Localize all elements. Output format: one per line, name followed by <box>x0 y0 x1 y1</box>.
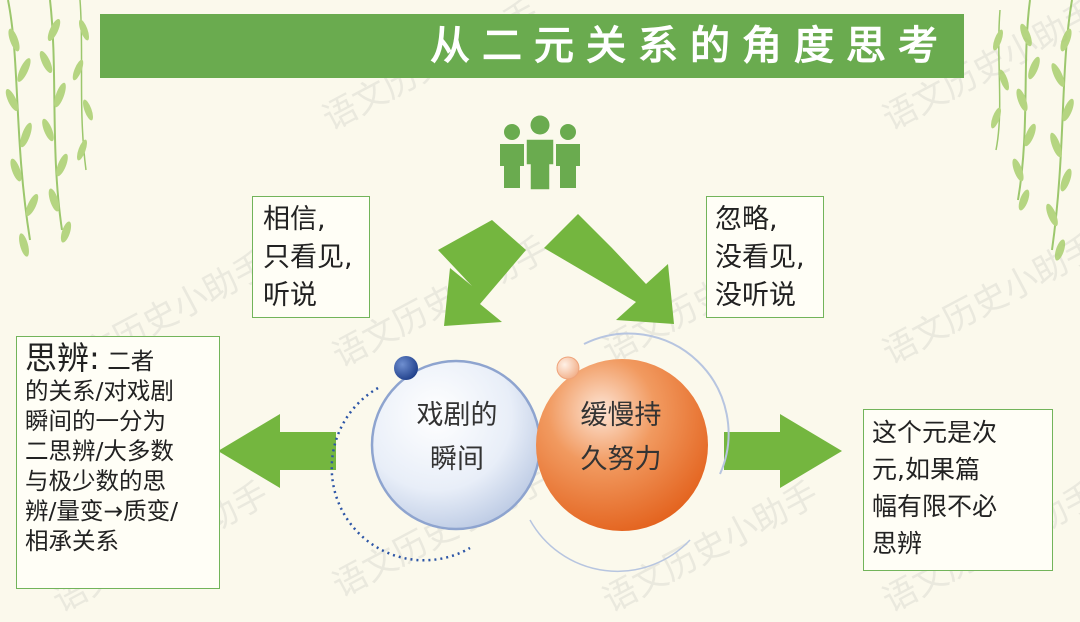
box-line: 只看见, <box>263 242 353 273</box>
dotted-arc <box>330 386 471 562</box>
ignore-box: 忽略, 没看见, 没听说 <box>706 196 824 318</box>
circle-right-shape <box>536 359 708 531</box>
arrow-down-left-icon <box>438 220 526 326</box>
box-line: 这个元是次 <box>872 418 998 447</box>
box-line: 思辨 <box>872 529 923 558</box>
arrow-down-right-icon <box>544 214 674 324</box>
analysis-box: 思辨: 二者 的关系/对戏剧 瞬间的一分为 二思辨/大多数 与极少数的思 辨/量… <box>16 336 220 589</box>
box-line: 二思辨/大多数 <box>25 437 174 465</box>
box-lead: 思辨: <box>25 339 100 377</box>
circle-label-line: 戏剧的 <box>416 400 498 431</box>
box-line: 相承关系 <box>25 527 119 555</box>
title-bar: 从二元关系的角度思考 <box>100 14 964 78</box>
box-line: 没听说 <box>715 280 796 311</box>
page-title: 从二元关系的角度思考 <box>430 23 950 69</box>
box-line: 忽略, <box>715 204 778 235</box>
box-line: 听说 <box>263 280 317 311</box>
circle-label-line: 久努力 <box>580 444 662 475</box>
box-line: 瞬间的一分为 <box>25 407 166 435</box>
arrow-left-icon <box>218 414 336 488</box>
willow-branch-icon <box>991 0 1074 261</box>
box-line: 幅有限不必 <box>872 492 998 521</box>
box-line: 相信, <box>263 204 326 235</box>
circle-label-line: 缓慢持 <box>580 400 662 431</box>
blue-dot <box>394 356 418 380</box>
box-line: 辨/量变→质变/ <box>25 497 179 525</box>
box-line: 元,如果篇 <box>872 455 980 484</box>
orange-dot <box>556 356 580 380</box>
circle-left-label: 戏剧的 瞬间 <box>377 394 537 482</box>
box-line: 的关系/对戏剧 <box>25 377 174 405</box>
box-lead-tail: 二者 <box>107 347 155 375</box>
diagram-graphics <box>5 0 1074 573</box>
box-line: 思辨: 二者 <box>25 342 219 376</box>
circle-right-label: 缓慢持 久努力 <box>541 394 701 482</box>
thin-arc-bottom <box>529 519 691 573</box>
thin-arc <box>583 332 730 475</box>
people-group-icon <box>500 115 580 190</box>
arrow-right-icon <box>724 414 842 488</box>
box-line: 没看见, <box>715 242 805 273</box>
box-line: 与极少数的思 <box>25 467 166 495</box>
note-box: 这个元是次 元,如果篇 幅有限不必 思辨 <box>863 409 1053 571</box>
willow-branch-icon <box>5 0 93 257</box>
circle-label-line: 瞬间 <box>430 444 484 475</box>
belief-box: 相信, 只看见, 听说 <box>252 196 370 318</box>
